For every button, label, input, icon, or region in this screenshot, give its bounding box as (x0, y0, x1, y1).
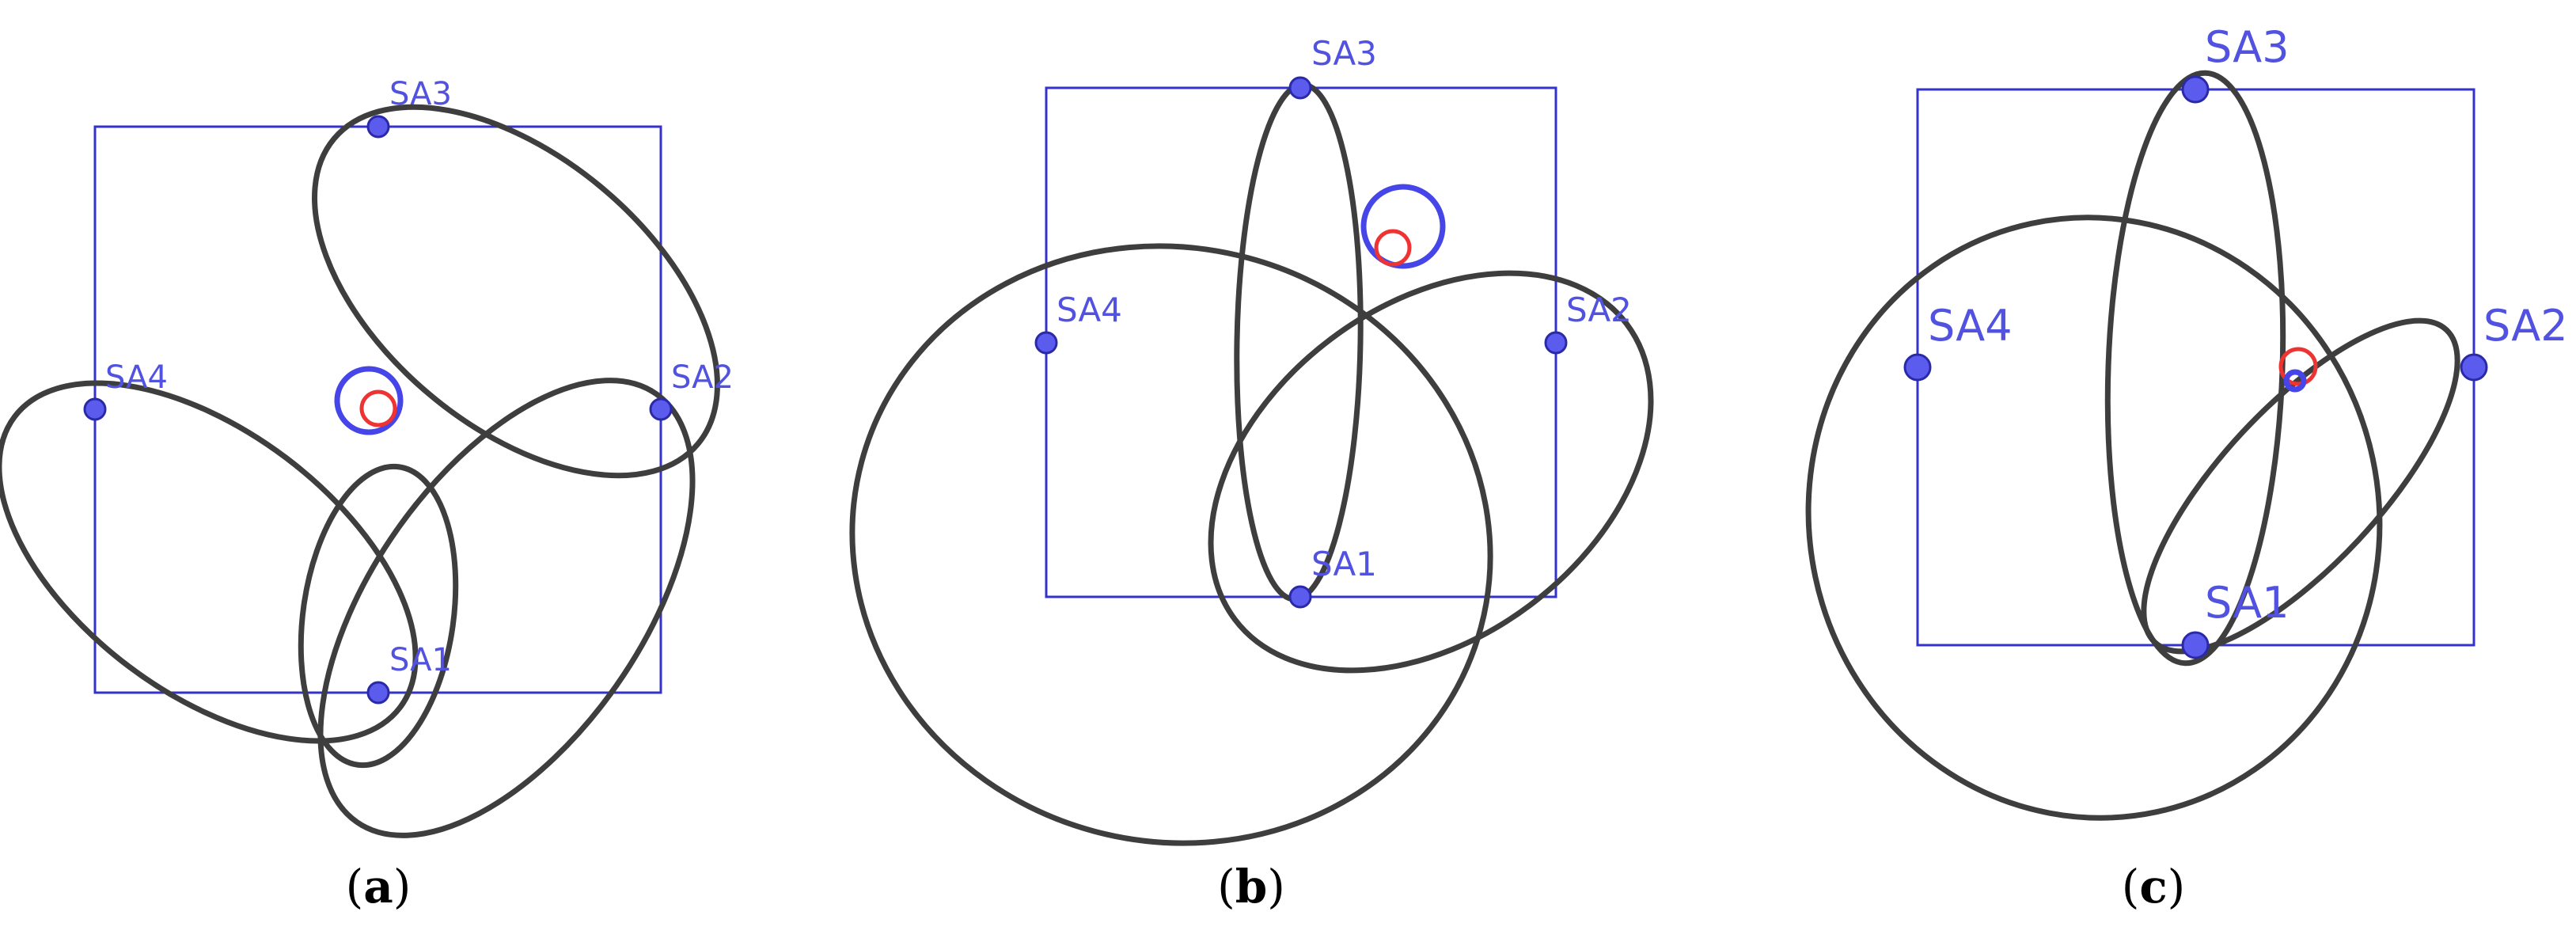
panel-b-anchor-sa2 (1544, 331, 1568, 355)
panel-a-anchor-sa4 (83, 397, 107, 421)
panel-b-label-sa4: SA4 (1057, 291, 1122, 329)
panel-a-ellipse-sa3 (312, 104, 720, 479)
panel-c-anchor-sa4 (1903, 353, 1932, 382)
panel-b-anchor-sa1 (1288, 585, 1312, 609)
panel-a-label-sa2: SA2 (671, 359, 734, 396)
panel-a-caption: (a) (346, 860, 412, 914)
panel-c-label-sa4: SA4 (1928, 301, 2013, 351)
panel-a-ellipse-sa4 (0, 380, 419, 744)
panel-c-anchor-sa1 (2181, 631, 2210, 659)
panel-a-anchor-sa3 (366, 115, 390, 139)
panel-b-anchor-sa4 (1034, 331, 1058, 355)
panel-c-label-sa1: SA1 (2205, 578, 2290, 628)
panel-b-ellipse-sa3 (1234, 82, 1364, 602)
panel-c-caption: (c) (2122, 860, 2186, 914)
panel-c-estimate-blue (2283, 369, 2307, 393)
panel-a-square (93, 125, 662, 694)
panel-a-anchor-sa1 (366, 681, 390, 705)
panel-c-anchor-sa3 (2181, 75, 2210, 104)
panel-b-square (1045, 86, 1557, 598)
panel-c-ellipse-sa4 (1805, 215, 2383, 821)
panel-a-label-sa3: SA3 (389, 76, 452, 112)
panel-b-label-sa1: SA1 (1311, 545, 1377, 583)
panel-a-anchor-sa2 (649, 397, 673, 421)
panel-b-label-sa3: SA3 (1311, 34, 1377, 73)
panel-b-ellipse-sa2 (1208, 270, 1654, 674)
panel-b-estimate-blue (1360, 184, 1446, 269)
panel-c-square (1916, 88, 2475, 647)
panel-a-label-sa4: SA4 (105, 359, 168, 396)
panel-a-ellipse-sa1 (298, 463, 459, 769)
panel-b-ellipse-sa4 (849, 243, 1493, 846)
panel-a-estimate-blue (334, 366, 404, 435)
panel-c-ellipse-sa3 (2104, 70, 2286, 667)
panel-b-label-sa2: SA2 (1566, 291, 1632, 329)
panel-c-estimate-red (2278, 347, 2318, 386)
panel-c-label-sa2: SA2 (2483, 301, 2568, 351)
panel-c-ellipse-sa2 (2141, 317, 2460, 655)
panel-c-label-sa3: SA3 (2205, 22, 2290, 72)
panel-b-anchor-sa3 (1288, 76, 1312, 100)
panel-b-caption: (b) (1217, 860, 1285, 914)
panel-c: SA1 SA2 SA3 SA4 (c) (1805, 22, 2568, 914)
panel-a-label-sa1: SA1 (389, 642, 452, 678)
panel-a: SA1 SA2 SA3 SA4 (a) (0, 76, 734, 914)
panel-a-estimate-red (359, 389, 397, 427)
panel-a-ellipse-sa2 (317, 378, 696, 838)
panel-c-anchor-sa2 (2460, 353, 2488, 382)
panel-b: SA1 SA2 SA3 SA4 (b) (849, 34, 1654, 914)
panel-b-estimate-red (1374, 229, 1412, 267)
